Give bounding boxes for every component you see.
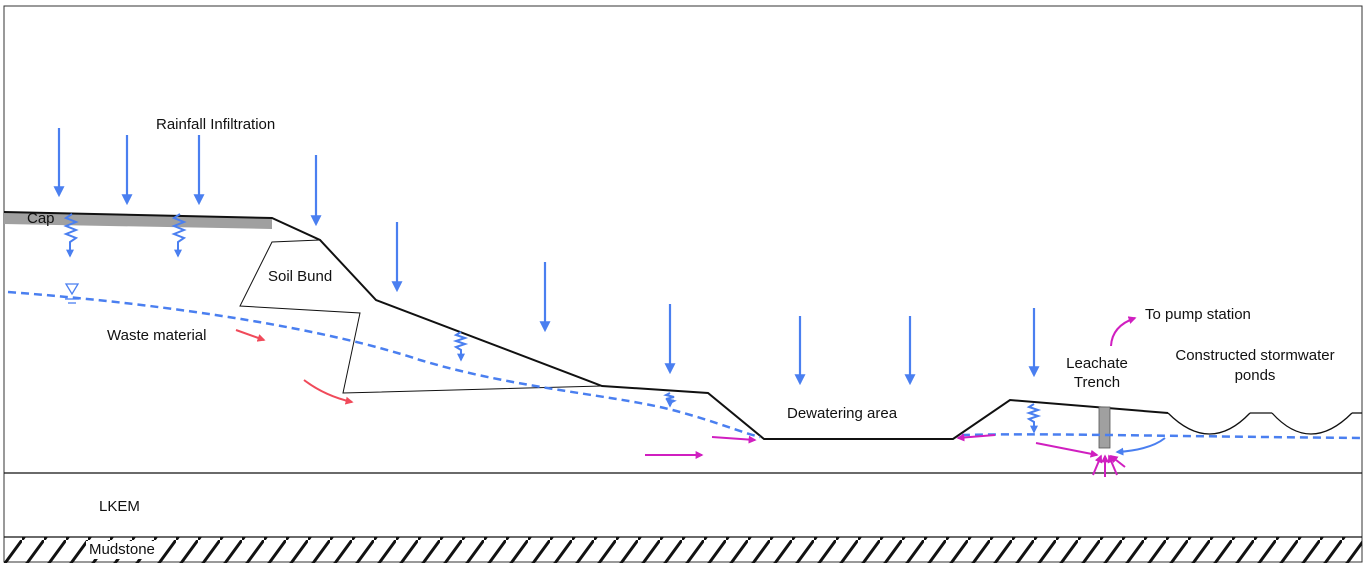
infiltration-squiggle bbox=[171, 213, 187, 258]
diagram-frame bbox=[3, 5, 1363, 563]
leachate-trench-label-line2: Trench bbox=[1073, 374, 1121, 391]
infiltration-arrows bbox=[63, 213, 1042, 434]
infiltration-squiggle bbox=[1025, 403, 1042, 434]
to-pump-station-label: To pump station bbox=[1145, 306, 1251, 323]
water-table-symbol bbox=[64, 283, 80, 304]
mudstone-hatch bbox=[4, 537, 1362, 563]
leachate-flow-arrow bbox=[1109, 455, 1126, 468]
stormwater-ponds-label-line2: ponds bbox=[1234, 367, 1276, 384]
stormwater-pond-left bbox=[1167, 412, 1251, 435]
waste-flow-arrows bbox=[235, 329, 354, 405]
dewatering-area-label: Dewatering area bbox=[787, 405, 898, 422]
leachate-flow-arrow bbox=[1092, 454, 1103, 476]
stormwater-pond-right bbox=[1271, 412, 1353, 435]
stormwater-ponds-label-line1: Constructed stormwater bbox=[1175, 347, 1335, 364]
water-table-line-right bbox=[961, 433, 1363, 440]
waste-flow-arrow bbox=[235, 329, 266, 342]
leachate-flow-arrows bbox=[645, 316, 1137, 477]
ground-surface bbox=[3, 211, 1169, 440]
pump-station-arrow bbox=[1110, 316, 1137, 347]
soil-bund-outline bbox=[239, 239, 603, 394]
lkem-label: LKEM bbox=[99, 498, 140, 515]
waste-material-label: Waste material bbox=[107, 327, 207, 344]
rainfall-infiltration-label: Rainfall Infiltration bbox=[156, 116, 276, 133]
cap-label: Cap bbox=[27, 210, 55, 227]
groundwater-inflow-arrow bbox=[1115, 437, 1166, 456]
mudstone-label: Mudstone bbox=[86, 541, 158, 559]
infiltration-squiggle bbox=[452, 331, 469, 362]
leachate-trench bbox=[1098, 406, 1111, 449]
waste-flow-arrow bbox=[303, 379, 354, 405]
infiltration-squiggle bbox=[63, 213, 79, 258]
leachate-trench-label-line1: Leachate bbox=[1066, 355, 1128, 372]
leachate-flow-arrow bbox=[956, 433, 996, 442]
leachate-flow-arrow bbox=[1035, 442, 1099, 458]
soil-bund-label: Soil Bund bbox=[268, 268, 333, 285]
rainfall-arrows bbox=[53, 128, 1040, 386]
infiltration-squiggle bbox=[663, 392, 677, 408]
leachate-flow-arrow bbox=[711, 435, 757, 444]
water-table-line bbox=[7, 290, 761, 439]
